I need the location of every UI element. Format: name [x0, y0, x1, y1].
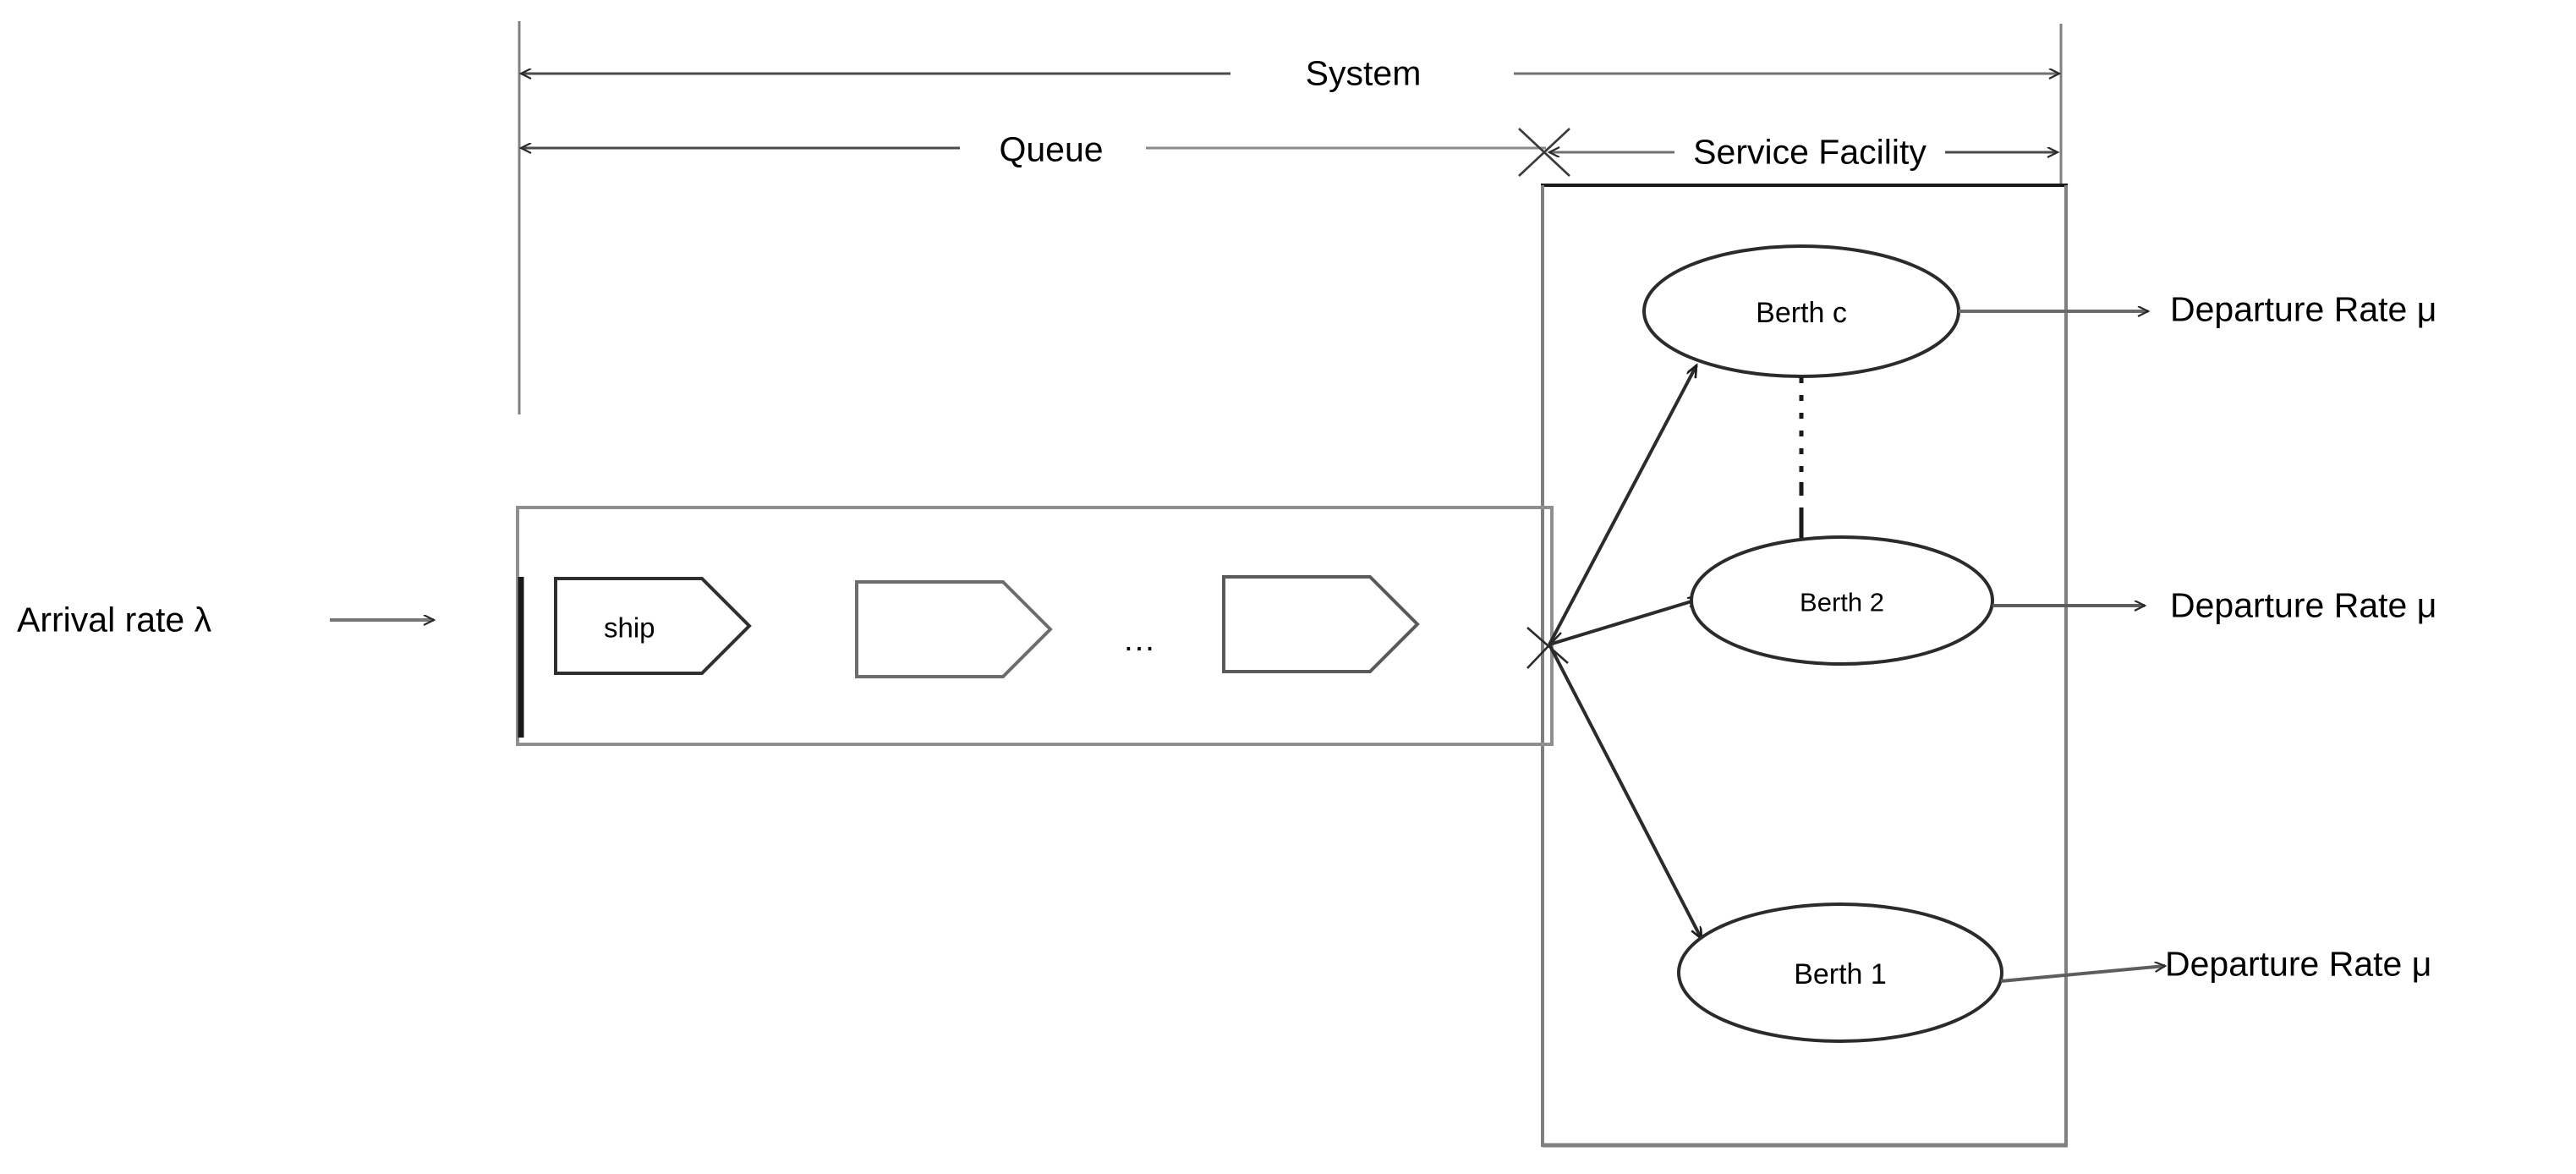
departure-rate-label-berth-1: Departure Rate μ	[2165, 944, 2432, 984]
service-facility-junction-tick-b	[1518, 128, 1570, 177]
berth-2-ellipse	[1690, 535, 1994, 666]
berth-2-label: Berth 2	[1800, 587, 1884, 617]
routing-arrow-to-berth-2	[1548, 599, 1700, 646]
routing-arrow-to-berth-1	[1548, 644, 1703, 939]
routing-junction-tick-b	[1526, 632, 1562, 669]
queue-container-box	[516, 506, 1554, 746]
service-facility-bracket-label: Service Facility	[1693, 132, 1927, 172]
queue-bracket-label: Queue	[999, 129, 1104, 169]
queue-ship-shape-1	[554, 577, 752, 675]
queue-ship-shape-2	[855, 580, 1053, 678]
queue-ship-shape-3	[1222, 575, 1420, 673]
queue-ship-label-1: ship	[604, 612, 655, 644]
queue-ellipsis-label: ...	[1124, 623, 1156, 658]
departure-rate-label-berth-c: Departure Rate μ	[2170, 289, 2437, 329]
routing-arrow-to-berth-c	[1548, 365, 1698, 645]
berth-1-ellipse	[1677, 902, 2003, 1043]
departure-arrow-berth-1	[2000, 966, 2165, 983]
berth-1-label: Berth 1	[1794, 958, 1887, 990]
departure-rate-label-berth-2: Departure Rate μ	[2170, 585, 2437, 625]
system-bracket-label: System	[1305, 53, 1422, 93]
berth-c-label: Berth c	[1756, 297, 1847, 329]
arrival-rate-label: Arrival rate λ	[17, 600, 212, 639]
